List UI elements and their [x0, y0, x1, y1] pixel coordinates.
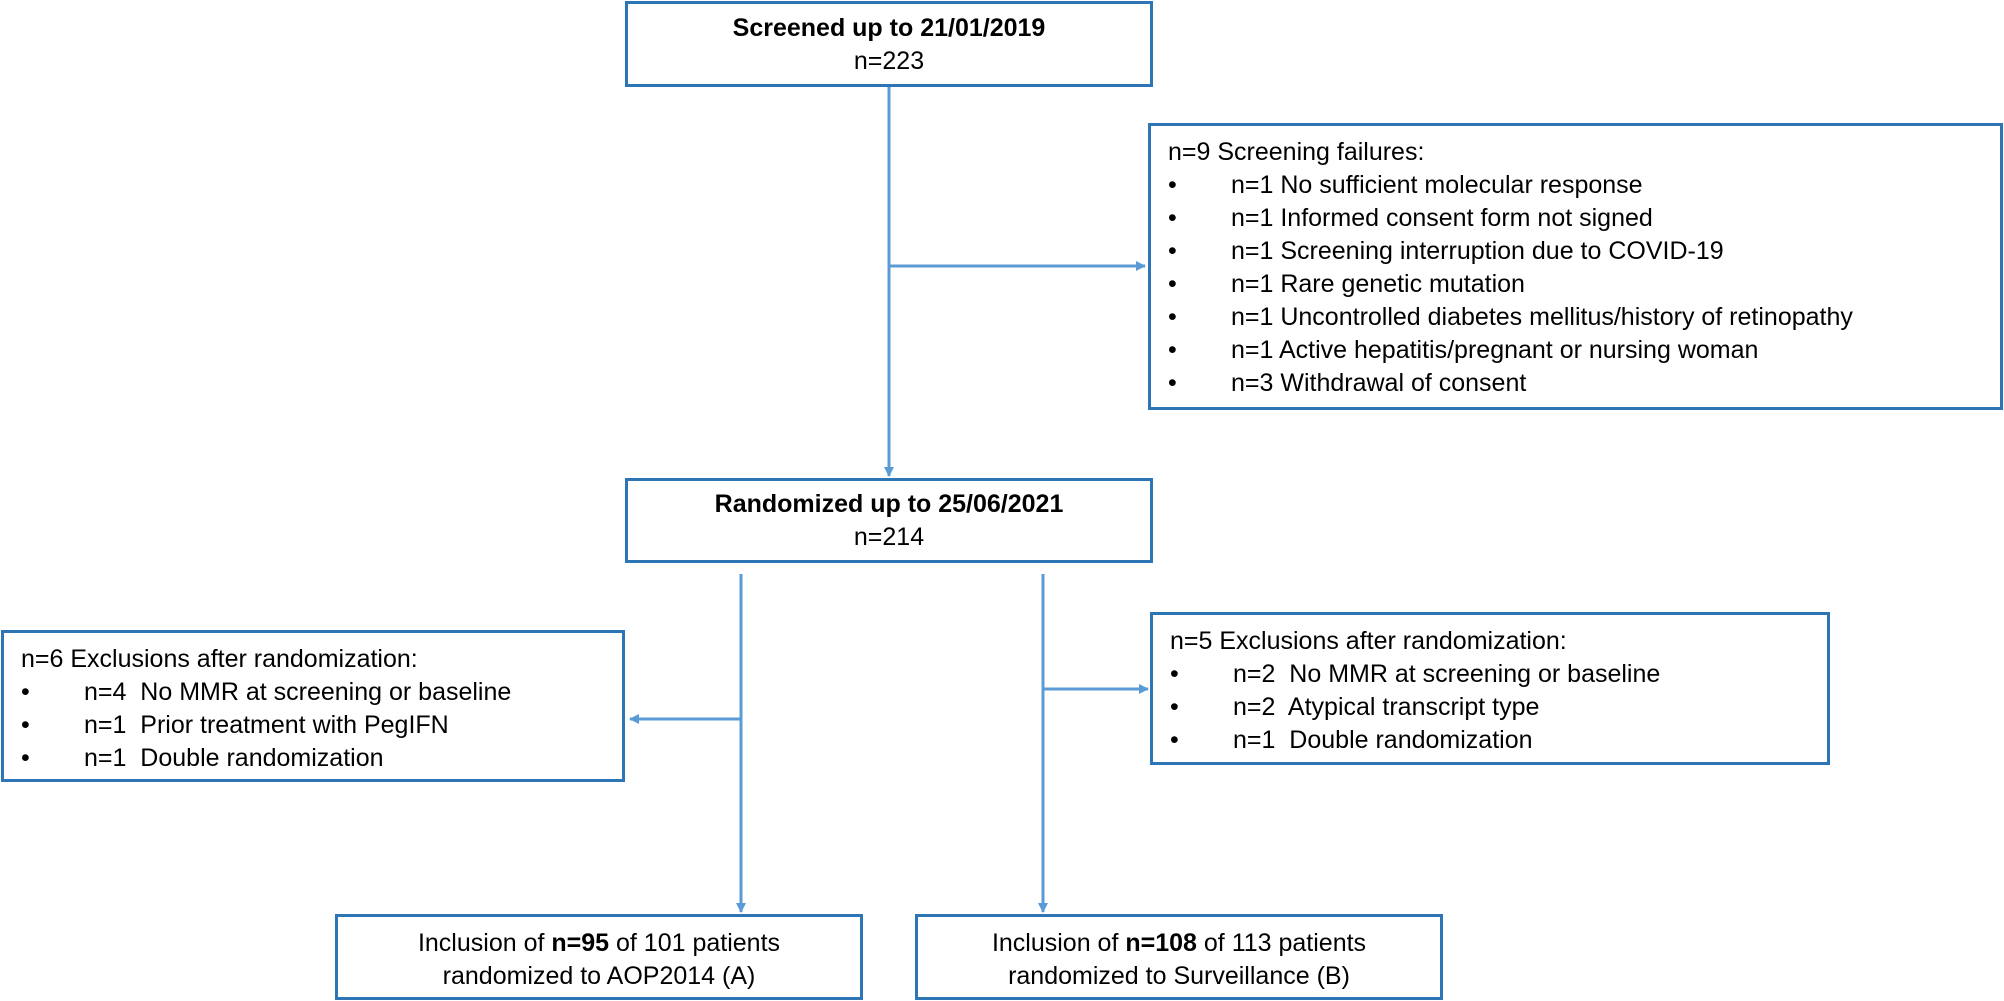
list-item: • n=1 Prior treatment with PegIFN	[21, 709, 622, 742]
list-item: • n=1 Rare genetic mutation	[1168, 268, 2000, 301]
list-item: • n=2 Atypical transcript type	[1170, 691, 1827, 724]
inclusion-b-line2: randomized to Surveillance (B)	[1008, 962, 1350, 990]
list-item-text: n=1 Uncontrolled diabetes mellitus/histo…	[1231, 303, 1853, 331]
bullet: •	[1168, 204, 1177, 232]
list-item-text: n=1 Double randomization	[1233, 726, 1533, 754]
inclusion-a-box: Inclusion of n=95 of 101 patients random…	[335, 914, 863, 1000]
bullet: •	[1170, 693, 1179, 721]
list-item: • n=1 Double randomization	[1170, 724, 1827, 757]
list-item: • n=1 Double randomization	[21, 742, 622, 775]
list-item-text: n=1 Informed consent form not signed	[1231, 204, 1653, 232]
inclusion-a-suffix: of 101 patients	[609, 929, 781, 957]
screened-box: Screened up to 21/01/2019 n=223	[625, 1, 1153, 87]
bullet: •	[1168, 303, 1177, 331]
inclusion-a-prefix: Inclusion of	[417, 929, 552, 957]
bullet: •	[1168, 270, 1177, 298]
list-item: • n=1 Active hepatitis/pregnant or nursin…	[1168, 334, 2000, 367]
inclusion-a-line1: Inclusion of n=95 of 101 patients	[338, 927, 860, 960]
screening-failures-box: n=9 Screening failures: • n=1 No sufficie…	[1148, 123, 2003, 410]
list-item: • n=3 Withdrawal of consent	[1168, 367, 2000, 400]
randomized-box: Randomized up to 25/06/2021 n=214	[625, 478, 1153, 563]
exclusions-b-box: n=5 Exclusions after randomization: • n=2…	[1150, 612, 1830, 765]
inclusion-b-count: n=108	[1125, 929, 1197, 957]
bullet: •	[21, 744, 30, 772]
bullet: •	[1168, 369, 1177, 397]
bullet: •	[1168, 171, 1177, 199]
list-item-text: n=1 Screening interruption due to COVID-…	[1231, 237, 1724, 265]
list-item: • n=4 No MMR at screening or baseline	[21, 676, 622, 709]
list-item: • n=1 Informed consent form not signed	[1168, 202, 2000, 235]
randomized-title: Randomized up to 25/06/2021	[714, 490, 1064, 518]
inclusion-a-line2: randomized to AOP2014 (A)	[442, 962, 756, 990]
list-item: • n=1 Uncontrolled diabetes mellitus/hist…	[1168, 301, 2000, 334]
bullet: •	[21, 678, 30, 706]
screened-title: Screened up to 21/01/2019	[732, 14, 1046, 42]
list-item-text: n=2 Atypical transcript type	[1233, 693, 1540, 721]
bullet: •	[1168, 336, 1177, 364]
bullet: •	[21, 711, 30, 739]
exclusions-a-header: n=6 Exclusions after randomization:	[21, 645, 418, 673]
list-item: • n=2 No MMR at screening or baseline	[1170, 658, 1827, 691]
list-item: • n=1 No sufficient molecular response	[1168, 169, 2000, 202]
bullet: •	[1170, 660, 1179, 688]
list-item-text: n=1 Active hepatitis/pregnant or nursing…	[1231, 336, 1759, 364]
inclusion-b-suffix: of 113 patients	[1196, 929, 1367, 957]
list-item-text: n=1 Prior treatment with PegIFN	[84, 711, 449, 739]
screening-failures-header: n=9 Screening failures:	[1168, 138, 1425, 166]
inclusion-a-count: n=95	[551, 929, 610, 957]
inclusion-b-box: Inclusion of n=108 of 113 patients rando…	[915, 914, 1443, 1000]
exclusions-a-box: n=6 Exclusions after randomization: • n=4…	[1, 630, 625, 782]
randomized-count: n=214	[853, 523, 925, 551]
bullet: •	[1168, 237, 1177, 265]
screened-count: n=223	[853, 47, 925, 75]
list-item: • n=1 Screening interruption due to COVID…	[1168, 235, 2000, 268]
exclusions-a-list: • n=4 No MMR at screening or baseline • n=…	[21, 676, 622, 775]
inclusion-b-prefix: Inclusion of	[991, 929, 1126, 957]
list-item-text: n=3 Withdrawal of consent	[1231, 369, 1527, 397]
list-item-text: n=1 No sufficient molecular response	[1231, 171, 1643, 199]
bullet: •	[1170, 726, 1179, 754]
list-item-text: n=1 Rare genetic mutation	[1231, 270, 1525, 298]
exclusions-b-list: • n=2 No MMR at screening or baseline • n=…	[1170, 658, 1827, 757]
list-item-text: n=4 No MMR at screening or baseline	[84, 678, 512, 706]
list-item-text: n=1 Double randomization	[84, 744, 384, 772]
screening-failures-list: • n=1 No sufficient molecular response • n…	[1168, 169, 2000, 400]
exclusions-b-header: n=5 Exclusions after randomization:	[1170, 627, 1567, 655]
list-item-text: n=2 No MMR at screening or baseline	[1233, 660, 1661, 688]
inclusion-b-line1: Inclusion of n=108 of 113 patients	[918, 927, 1440, 960]
